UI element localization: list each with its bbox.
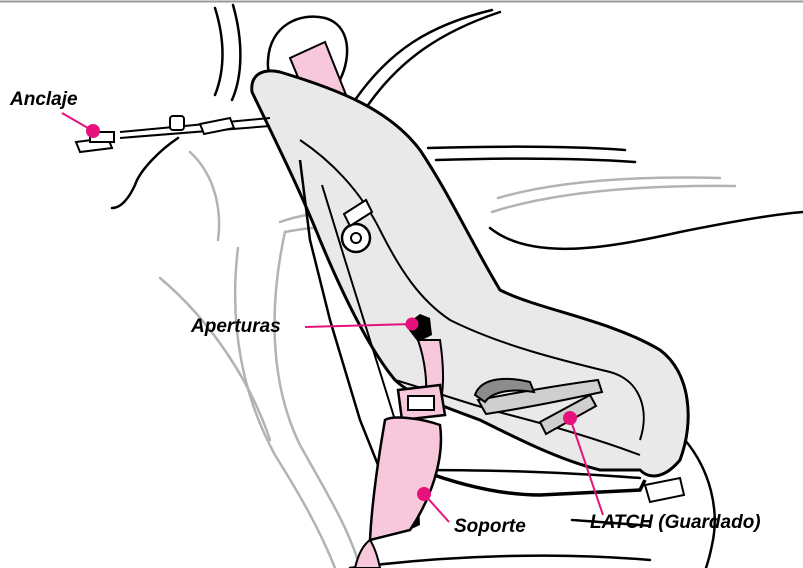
anchor-hook xyxy=(76,116,270,152)
latch-label: LATCH (Guardado) xyxy=(590,513,761,532)
openings-leader-dot xyxy=(407,319,418,330)
anchor-leader-dot xyxy=(87,125,99,137)
openings-label: Aperturas xyxy=(191,317,281,336)
latch-leader-dot xyxy=(564,412,576,424)
base-leader-dot xyxy=(418,488,430,500)
base-label: Soporte xyxy=(454,517,526,536)
anchor-label: Anclaje xyxy=(10,90,78,109)
car-seat-shell xyxy=(252,71,688,520)
